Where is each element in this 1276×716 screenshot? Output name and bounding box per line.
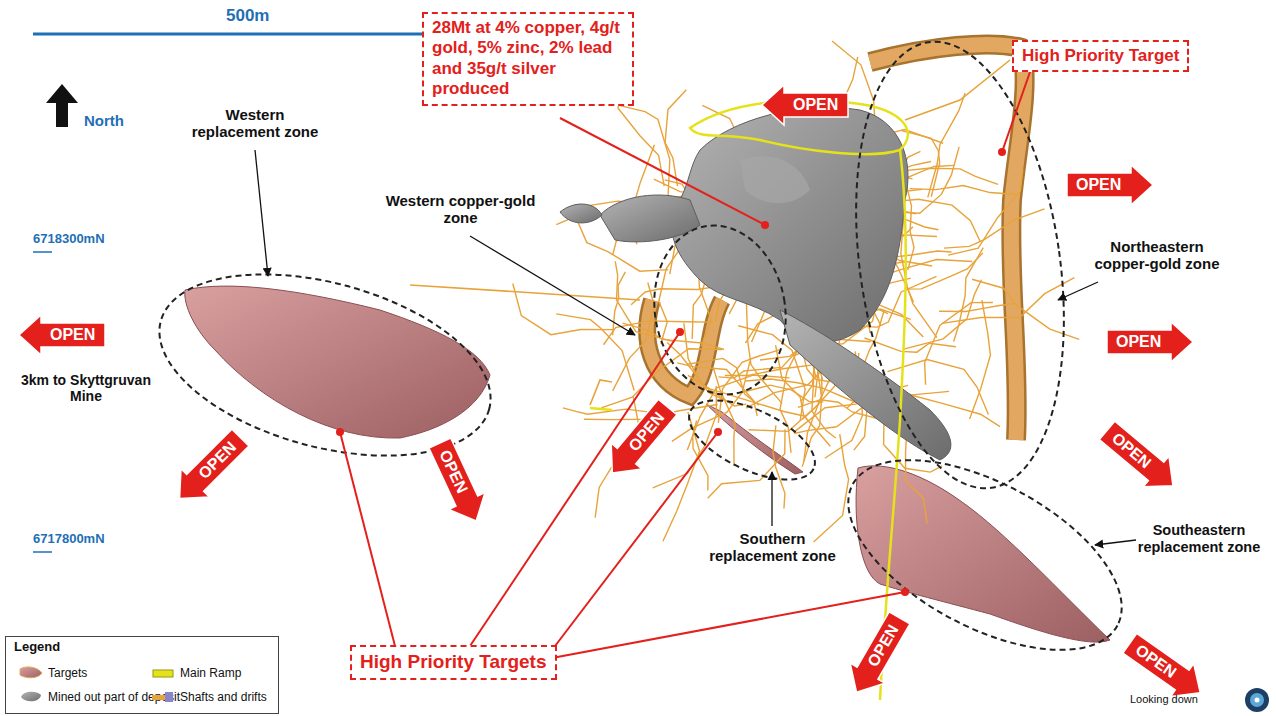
callout-box: 28Mt at 4% copper, 4g/t gold, 5% zinc, 2…: [422, 12, 634, 106]
scale-bar: [33, 33, 470, 36]
arrow-body: [1067, 165, 1153, 205]
drift: [942, 278, 1075, 324]
callout-box: High Priority Target: [1012, 40, 1189, 72]
legend-icon: [18, 665, 44, 681]
callout-text: High Priority Targets: [360, 651, 547, 674]
mined-out-deposit: [740, 156, 810, 203]
drift: [905, 253, 983, 289]
drift: [631, 286, 721, 305]
drift: [948, 170, 1023, 256]
legend-text: Shafts and drifts: [180, 690, 267, 704]
arrow-body: [165, 423, 254, 512]
legend-text: Main Ramp: [180, 666, 241, 680]
arrow-body: [1107, 322, 1193, 362]
drift: [667, 343, 746, 406]
map-label: 6718300mN: [33, 232, 105, 247]
map-label: Southern replacement zone: [700, 530, 845, 565]
grid-tick: [33, 251, 52, 253]
western-target-band: [647, 300, 722, 396]
drift: [741, 385, 823, 402]
open-arrow: OPEN: [839, 608, 917, 702]
open-arrow: OPEN: [1107, 322, 1193, 362]
legend-title: Legend: [14, 640, 60, 655]
callout-box: High Priority Targets: [350, 645, 557, 680]
drift: [928, 93, 965, 197]
arrow-body: [839, 608, 917, 702]
drift: [944, 209, 1045, 248]
map-label: 3km to Skyttgruvan Mine: [18, 372, 154, 404]
callout-dot: [336, 148, 1006, 596]
arrow-body: [19, 315, 105, 355]
mined-out-deposit: [560, 204, 602, 223]
drift: [865, 338, 957, 352]
drift: [780, 348, 799, 453]
drift: [814, 434, 849, 542]
open-arrow: OPEN: [1067, 165, 1153, 205]
legend-icon: [150, 665, 176, 681]
north-arrow: [46, 84, 78, 127]
zone-outline: [140, 28, 1152, 689]
callout-text: 28Mt at 4% copper, 4g/t gold, 5% zinc, 2…: [432, 18, 624, 100]
legend-text: Targets: [48, 666, 87, 680]
mined-out-deposit: [672, 107, 908, 342]
main-ramp: [590, 100, 908, 700]
arrow-body: [1094, 415, 1186, 501]
western-target-band: [647, 300, 722, 396]
drift: [688, 375, 807, 416]
drift: [708, 429, 785, 498]
arrow-body: [422, 435, 495, 530]
callout-leader: [340, 72, 1030, 658]
legend-item: Main Ramp: [150, 666, 241, 680]
drift: [773, 425, 785, 508]
map-label: 500m: [226, 6, 269, 26]
mined-out-deposit: [780, 310, 951, 460]
drift: [925, 303, 993, 385]
open-arrow: OPEN: [165, 423, 254, 512]
arrow-text: OPEN: [1116, 332, 1161, 352]
arrow-body: [597, 394, 683, 486]
view-compass: [1245, 688, 1269, 712]
drift: [910, 186, 1017, 195]
drift: [972, 279, 1079, 339]
open-arrow: OPEN: [597, 394, 683, 486]
open-arrow: OPEN: [19, 315, 105, 355]
map-label: Southeastern replacement zone: [1128, 522, 1270, 555]
drift: [954, 248, 984, 342]
arrow-text: OPEN: [50, 325, 95, 345]
drift: [613, 283, 655, 391]
map-label: Western replacement zone: [180, 106, 330, 141]
drifts: [410, 41, 1079, 542]
zone-leader: [255, 150, 1136, 545]
open-arrow: OPEN: [1094, 415, 1186, 501]
arrow-text: OPEN: [793, 95, 838, 115]
arrow-text: OPEN: [1076, 175, 1121, 195]
drift: [556, 314, 634, 391]
map-label: Northeastern copper-gold zone: [1082, 238, 1232, 273]
drift: [684, 323, 727, 401]
drift: [563, 408, 658, 414]
legend-item: Shafts and drifts: [150, 690, 267, 704]
grid-tick: [33, 551, 52, 553]
map-label: 6717800mN: [33, 532, 105, 547]
drift: [903, 280, 982, 350]
drift: [897, 168, 998, 184]
arrow-body: [762, 85, 848, 125]
legend-icon: [18, 689, 44, 705]
drift: [622, 323, 724, 349]
map-label: Western copper-gold zone: [378, 192, 543, 227]
legend-icon: [150, 689, 176, 705]
open-arrow: OPEN: [762, 85, 848, 125]
callout-text: High Priority Target: [1022, 46, 1179, 66]
arrow-body: [1118, 627, 1211, 709]
map-label: North: [84, 112, 124, 129]
drift: [939, 304, 1014, 312]
drift: [677, 363, 757, 416]
map-label: Looking down: [1130, 693, 1198, 706]
legend-item: Targets: [18, 666, 87, 680]
open-arrow: OPEN: [422, 435, 495, 530]
drift: [665, 90, 686, 186]
